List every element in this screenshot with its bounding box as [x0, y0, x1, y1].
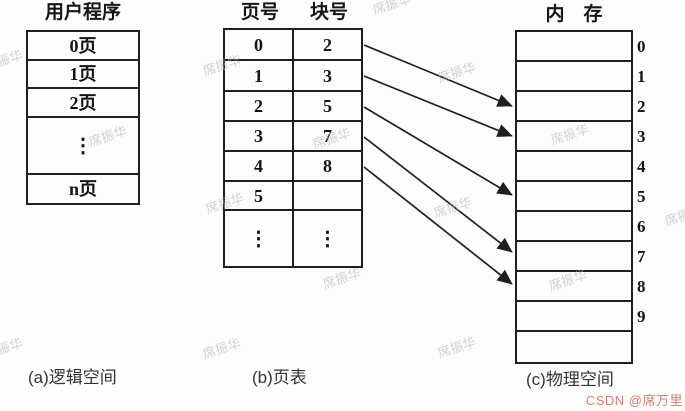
memory-block-row [517, 182, 631, 212]
logical-page-row: 1页 [28, 61, 138, 89]
faint-watermark: 席振华 [431, 194, 474, 221]
page-table-row: 4 8 [225, 152, 361, 182]
logical-page-row: 2页 [28, 89, 138, 118]
page-table-row: 0 2 [225, 30, 361, 61]
page-table-ellipsis-row: ⋮ ⋮ [225, 211, 361, 266]
memory-block-row [517, 152, 631, 182]
caption-physical-space: (c)物理空间 [526, 370, 614, 389]
faint-watermark: 席振华 [0, 47, 25, 74]
arrow-page1-to-block3 [363, 75, 513, 137]
block-number-cell: 2 [323, 34, 332, 55]
arrow-page3-to-block7 [363, 136, 513, 253]
block-number-cell-empty [294, 182, 361, 209]
memory-table [515, 30, 633, 364]
block-number-cell: 8 [323, 156, 332, 176]
memory-block-row [517, 212, 631, 242]
memory-title: 内 存 [545, 4, 603, 25]
memory-block-label: 1 [637, 67, 646, 86]
arrow-page4-to-block8 [363, 166, 513, 285]
memory-block-row [517, 242, 631, 272]
memory-block-label: 2 [637, 97, 646, 116]
page-table-header-block: 块号 [309, 2, 348, 23]
faint-watermark: 席振华 [0, 335, 25, 362]
logical-ellipsis-row: ⋮ [28, 118, 138, 175]
memory-block-label: 7 [637, 247, 646, 266]
faint-watermark: 席振华 [435, 59, 478, 86]
faint-watermark: 席振华 [435, 334, 478, 361]
page-number-cell: 5 [225, 182, 294, 209]
memory-block-label: 5 [637, 187, 646, 206]
faint-watermark: 席振华 [200, 335, 243, 362]
memory-block-row [517, 302, 631, 332]
memory-block-row [517, 272, 631, 302]
page-table-row: 1 3 [225, 61, 361, 92]
memory-block-label: 3 [637, 127, 646, 146]
block-number-ellipsis: ⋮ [317, 227, 338, 250]
page-number-cell: 2 [225, 92, 294, 120]
page-number-cell: 1 [225, 61, 294, 90]
memory-block-label: 4 [637, 157, 646, 176]
memory-block-row [517, 122, 631, 152]
memory-block-label: 8 [637, 277, 646, 296]
memory-block-row [517, 92, 631, 122]
logical-space-title: 用户程序 [44, 2, 121, 23]
block-number-cell: 7 [323, 126, 332, 146]
page-table-row: 5 [225, 182, 361, 211]
faint-watermark: 席振华 [662, 202, 685, 229]
logical-space-table: 0页 1页 2页 ⋮ n页 [26, 30, 140, 205]
memory-block-row [517, 62, 631, 92]
page-table: 0 2 1 3 2 5 3 7 4 8 5 ⋮ ⋮ [223, 28, 363, 268]
memory-block-row [517, 332, 631, 362]
logical-page-row: 0页 [28, 32, 138, 61]
page-table-row: 3 7 [225, 122, 361, 152]
page-number-cell: 3 [225, 122, 294, 150]
csdn-author-watermark: CSDN @席万里 [585, 393, 683, 408]
logical-page-row: n页 [68, 179, 97, 199]
arrow-page2-to-block5 [363, 106, 513, 196]
caption-logical-space: (a)逻辑空间 [28, 368, 117, 387]
memory-block-label: 9 [637, 307, 646, 326]
page-table-header-page: 页号 [240, 2, 279, 23]
page-table-row: 2 5 [225, 92, 361, 122]
page-number-ellipsis: ⋮ [225, 211, 294, 266]
page-number-cell: 4 [225, 152, 294, 180]
block-number-cell: 3 [323, 65, 332, 86]
arrow-page0-to-block2 [363, 44, 513, 107]
page-number-cell: 0 [225, 30, 294, 59]
memory-block-row [517, 32, 631, 62]
block-number-cell: 5 [323, 96, 332, 116]
memory-block-label: 0 [637, 37, 646, 56]
caption-page-table: (b)页表 [252, 368, 307, 387]
faint-watermark: 席振华 [370, 0, 413, 18]
memory-block-label: 6 [637, 217, 646, 236]
